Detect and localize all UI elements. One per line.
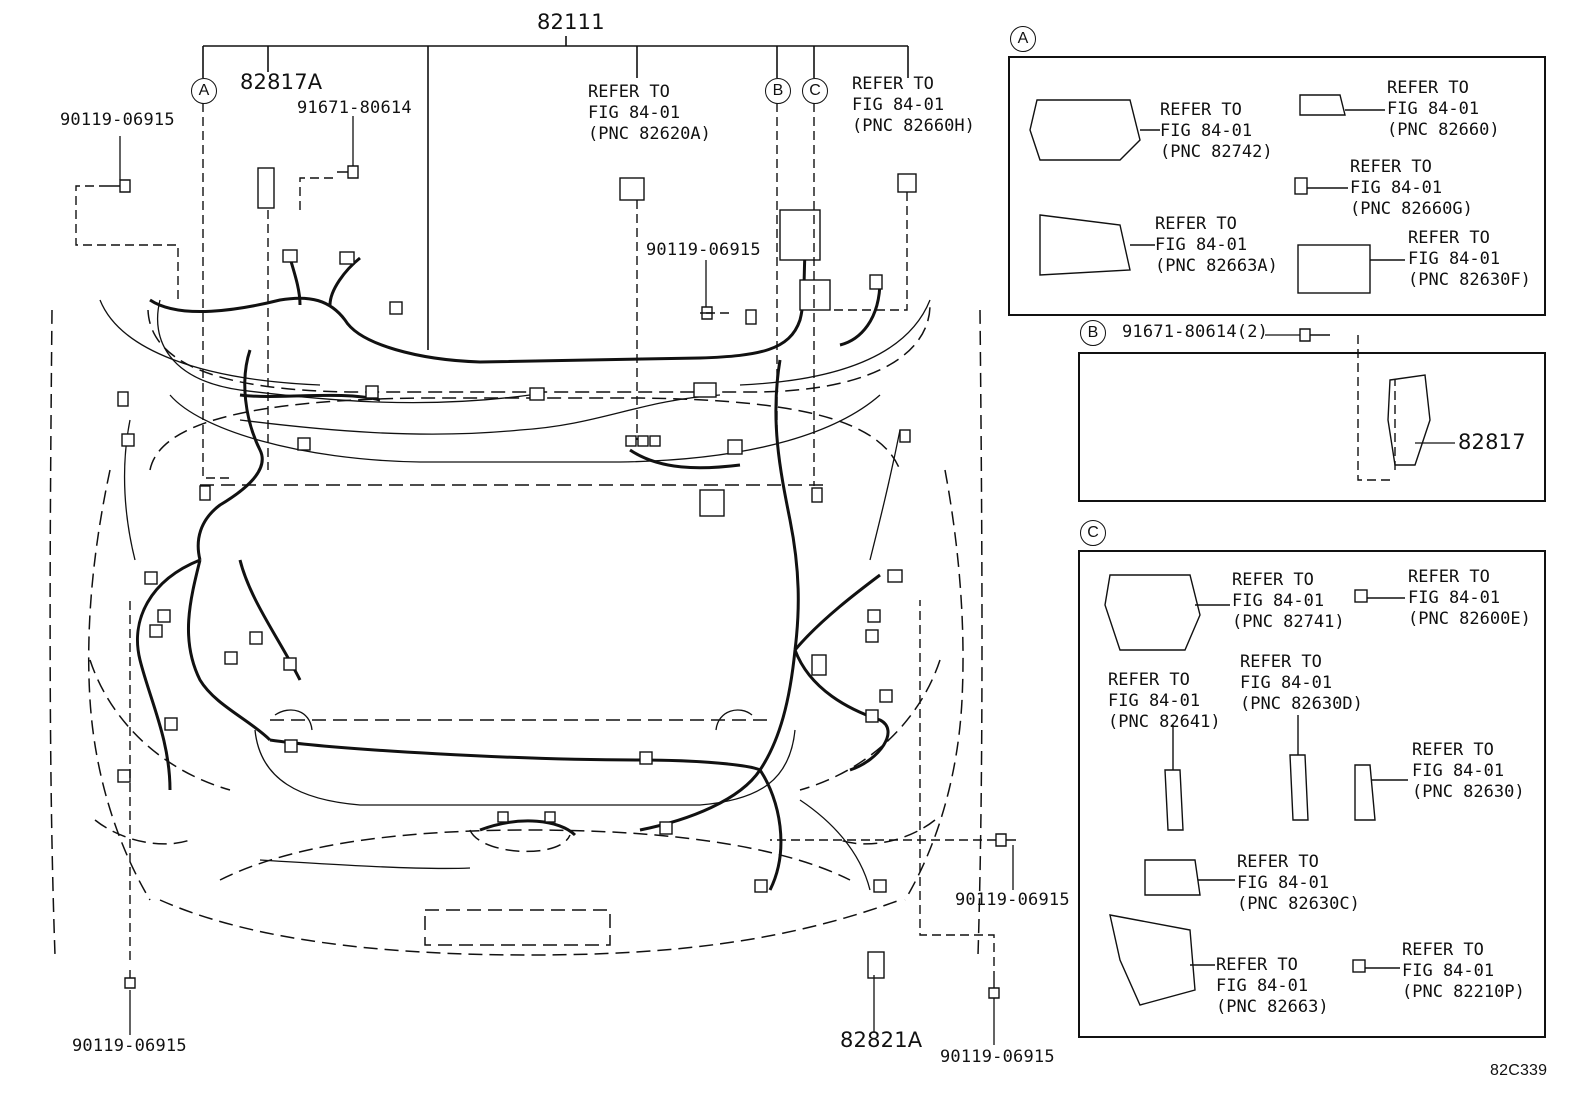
part-number-90119-06915-right: 90119-06915 [955, 890, 1070, 910]
wire-harness [136, 214, 890, 891]
leader-lines [75, 103, 1396, 980]
callout-a-main[interactable]: A [191, 78, 217, 104]
detail-a-box [1008, 56, 1546, 316]
part-number-90119-06915-bottom-left: 90119-06915 [72, 1036, 187, 1056]
part-number-82817a: 82817A [240, 70, 323, 94]
callout-c-main[interactable]: C [802, 78, 828, 104]
detail-a-parts [1029, 94, 1405, 294]
part-number-82111: 82111 [537, 10, 605, 34]
vehicle-body-solid-lines [99, 299, 931, 806]
vehicle-body-outline [49, 304, 983, 956]
part-number-91671-80614: 91671-80614 [297, 98, 412, 118]
callout-b-main[interactable]: B [765, 78, 791, 104]
figure-code: 82C339 [1490, 1062, 1548, 1079]
connectors [117, 167, 917, 979]
detail-b-part [1387, 374, 1431, 466]
detail-b-callout: B [1080, 320, 1106, 346]
bolts [108, 165, 1330, 999]
detail-c-callout: C [1080, 520, 1106, 546]
wire-harness-thin [123, 299, 901, 891]
detail-a-callout: A [1010, 26, 1036, 52]
part-number-90119-06915-middle: 90119-06915 [646, 240, 761, 260]
part-number-82821a: 82821A [840, 1028, 923, 1052]
detail-b-box [1078, 352, 1546, 502]
part-82111-leader [202, 36, 909, 350]
detail-c-parts [1104, 574, 1408, 1006]
part-number-82817: 82817 [1458, 430, 1526, 454]
detail-c-box [1078, 550, 1546, 1038]
part-number-90119-06915-bottom-right: 90119-06915 [940, 1047, 1055, 1067]
label-leaders [119, 116, 1455, 1045]
part-number-90119-06915-top-left: 90119-06915 [60, 110, 175, 130]
part-number-91671-80614-qty2: 91671-80614(2) [1122, 322, 1269, 342]
